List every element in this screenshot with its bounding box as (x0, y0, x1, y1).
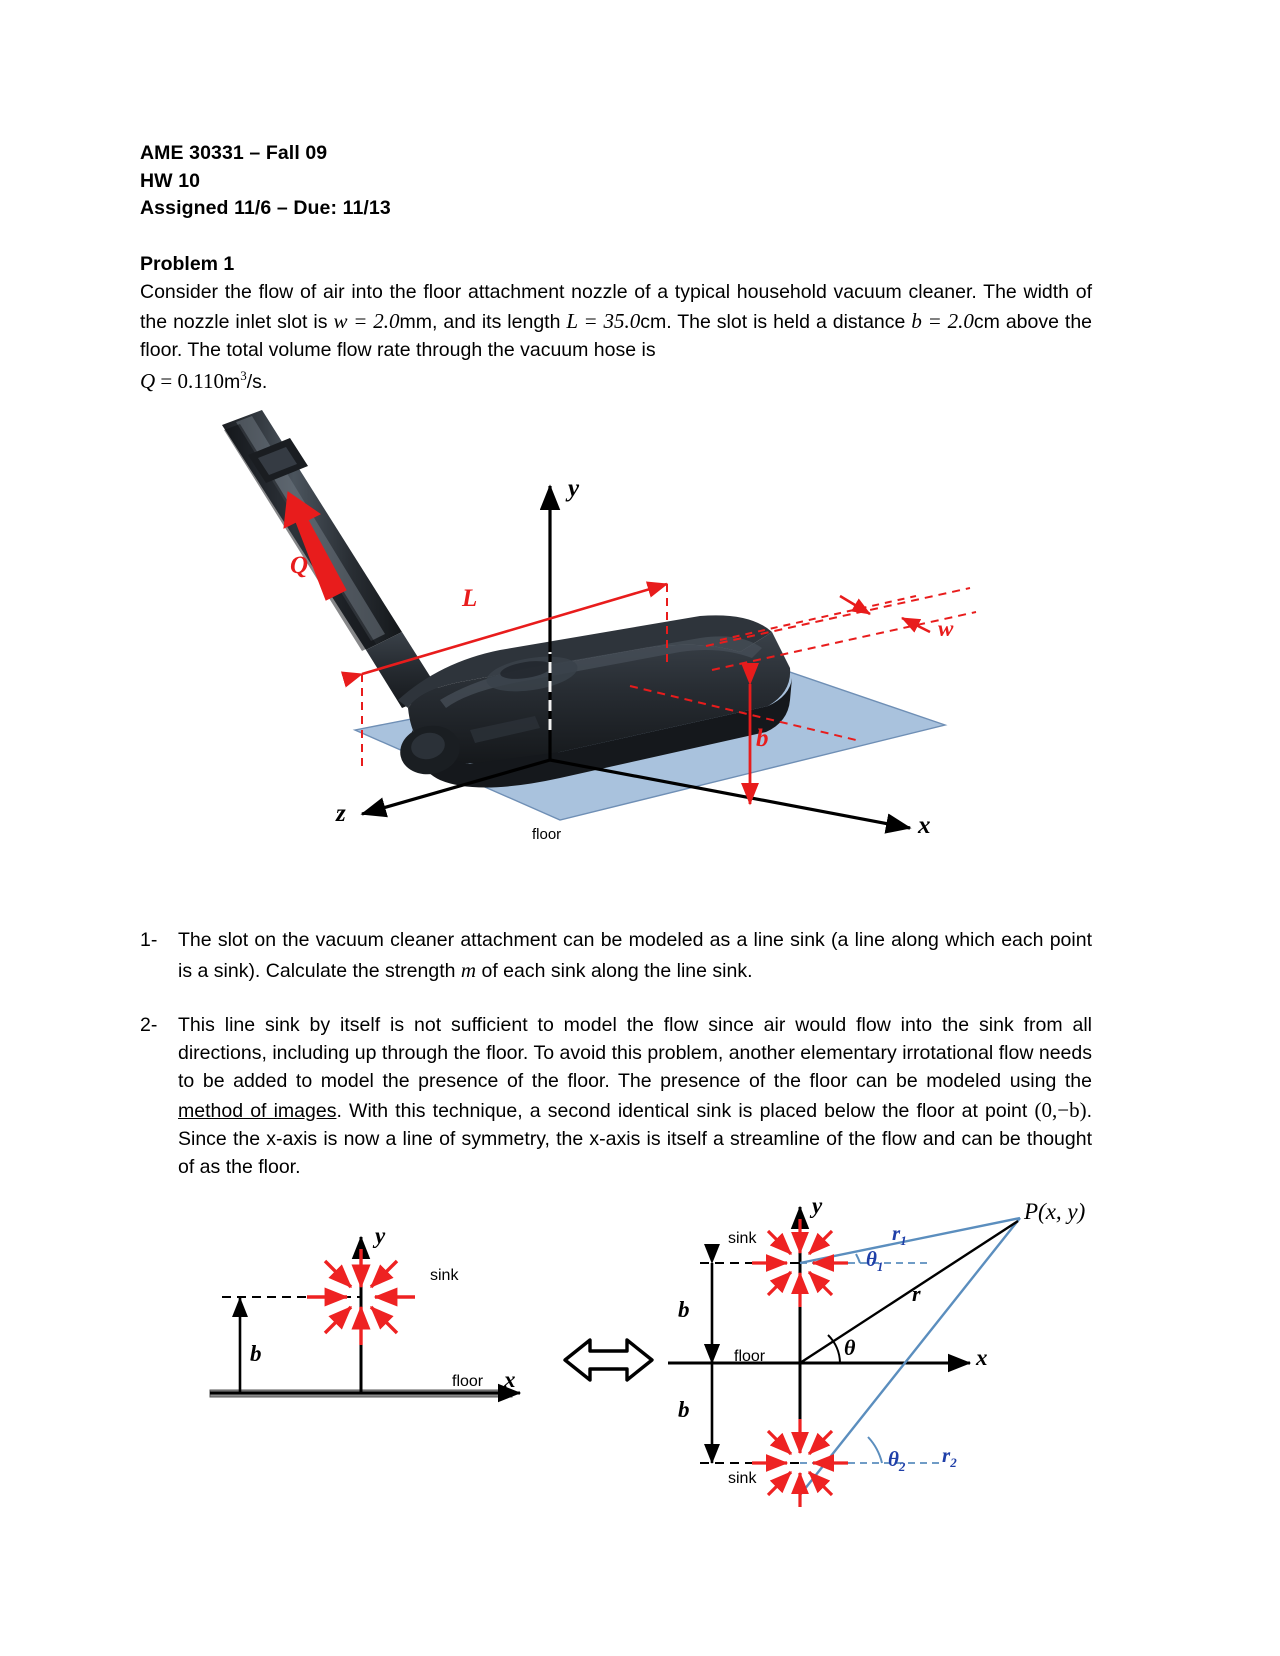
r1-symbol: r (892, 1221, 901, 1246)
vacuum-nozzle-figure: Q L w b y x z floor (140, 400, 1092, 900)
Q-value: = 0.110 (160, 369, 224, 394)
method-of-images-svg (209, 1206, 1021, 1508)
list-item-1-text: The slot on the vacuum cleaner attachmen… (178, 926, 1092, 984)
problem-text-4: above the floor. The total volume flow r… (140, 311, 1093, 362)
right-label-point-P: P(x, y) (1024, 1199, 1086, 1225)
sink-starburst-bottom (752, 1419, 848, 1508)
right-label-r1: r1 (892, 1221, 907, 1249)
Q-unit-exponent: 3 (240, 368, 247, 384)
L-unit: cm (640, 311, 667, 334)
item1-text-a: The slot on the vacuum cleaner attachmen… (178, 929, 1092, 982)
label-w: w (938, 616, 954, 642)
left-label-floor: floor (452, 1373, 484, 1391)
document-page: AME 30331 – Fall 09 HW 10 Assigned 11/6 … (140, 140, 1092, 1515)
r2-subscript: 2 (950, 1455, 957, 1471)
Q-unit-rest: /s. (246, 371, 268, 394)
vacuum-nozzle-svg (222, 410, 977, 835)
left-label-sink: sink (430, 1267, 459, 1285)
course-header: AME 30331 – Fall 09 HW 10 Assigned 11/6 … (140, 140, 1092, 223)
theta1-subscript: 1 (876, 1259, 884, 1275)
b-unit: cm (973, 311, 1000, 334)
axis-label-y: y (568, 475, 580, 503)
label-floor: floor (532, 826, 562, 844)
red-annotations (283, 491, 977, 806)
course-line: AME 30331 – Fall 09 (140, 142, 328, 164)
assignment-line: HW 10 (140, 169, 201, 192)
w-unit: mm (399, 311, 432, 334)
item2-text-c: . Since the x-axis is now a line of symm… (178, 1100, 1092, 1179)
label-Q: Q (290, 552, 309, 580)
list-item-2-number: 2- (140, 1013, 158, 1036)
item1-symbol-m: m (460, 957, 477, 982)
right-label-theta: θ (844, 1335, 856, 1361)
label-L: L (462, 585, 478, 613)
theta2-subscript: 2 (898, 1459, 906, 1475)
problem-statement: Consider the flow of air into the floor … (140, 278, 1092, 364)
problem-text-1: Consider the flow of air into the floor … (140, 281, 1092, 334)
item2-point-coordinates: (0,−b) (1034, 1098, 1087, 1122)
axis-label-x: x (918, 812, 931, 840)
left-axis-label-y: y (375, 1223, 386, 1249)
due-line: Assigned 11/6 – Due: 11/13 (140, 197, 391, 220)
item2-text-b: . With this technique, a second identica… (336, 1100, 1028, 1122)
right-label-theta1: θ1 (866, 1247, 883, 1275)
sink-starburst-top (752, 1219, 848, 1308)
list-item-2-text: This line sink by itself is not sufficie… (178, 1011, 1092, 1182)
item2-text-a: This line sink by itself is not sufficie… (178, 1013, 1092, 1092)
sink-starburst-left (307, 1249, 415, 1346)
r1-subscript: 1 (900, 1233, 907, 1249)
method-of-images-figure: y sink b floor x y sink sink b b floor x… (140, 1185, 1092, 1515)
right-label-b-bottom: b (678, 1397, 690, 1423)
r2-symbol: r (942, 1443, 951, 1468)
L-expression: L = 35.0 (566, 309, 641, 334)
equivalence-arrow (563, 1338, 654, 1383)
left-axis-label-x: x (504, 1367, 516, 1393)
Q-unit-m: m (224, 371, 241, 394)
right-axis-label-x: x (976, 1345, 988, 1371)
theta1-symbol: θ (866, 1247, 877, 1272)
problem-text-2: , and its length (431, 311, 561, 334)
item1-text-b: of each sink along the line sink. (481, 959, 753, 982)
item2-underlined-phrase: method of images (178, 1100, 337, 1122)
right-axis-label-y: y (812, 1193, 823, 1219)
problem-text-3: . The slot is held a distance (666, 311, 906, 334)
list-item-1: 1- The slot on the vacuum cleaner attach… (140, 926, 1092, 984)
w-expression: w = 2.0 (333, 309, 400, 334)
left-label-b: b (250, 1341, 262, 1367)
label-b: b (756, 725, 769, 753)
right-sink-diagram (668, 1206, 1021, 1508)
Q-symbol: Q (140, 369, 156, 394)
flow-rate-equation: Q = 0.110m3/s. (140, 368, 1092, 394)
b-expression: b = 2.0 (911, 309, 974, 334)
theta2-symbol: θ (888, 1447, 899, 1472)
right-label-sink-top: sink (728, 1230, 757, 1248)
right-label-r2: r2 (942, 1443, 957, 1471)
right-label-r: r (912, 1281, 921, 1307)
right-label-floor: floor (734, 1348, 766, 1366)
right-label-theta2: θ2 (888, 1447, 905, 1475)
axis-label-z: z (336, 800, 346, 828)
right-label-b-top: b (678, 1297, 690, 1323)
list-item-1-number: 1- (140, 929, 158, 952)
right-label-sink-bottom: sink (728, 1470, 757, 1488)
list-item-2: 2- This line sink by itself is not suffi… (140, 1011, 1092, 1182)
left-sink-diagram (209, 1236, 522, 1403)
problem-title: Problem 1 (140, 253, 235, 276)
